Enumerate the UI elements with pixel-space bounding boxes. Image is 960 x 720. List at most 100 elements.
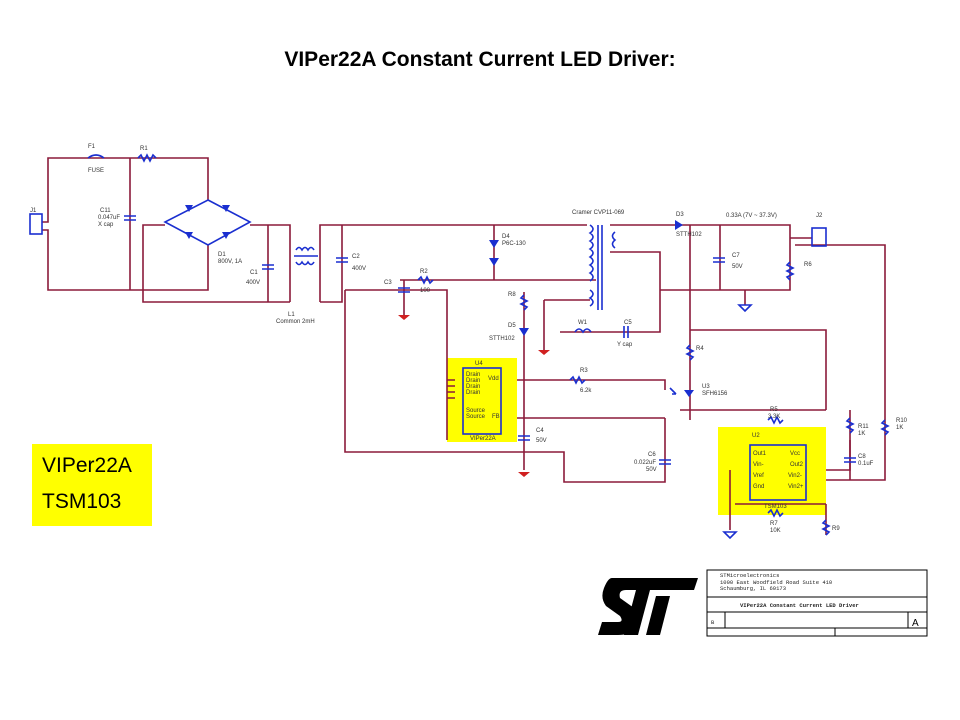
label-c6: C6 — [648, 452, 656, 458]
label-r2_val: 100 — [420, 288, 431, 294]
label-u4_pins-3: Drain — [466, 390, 480, 396]
ic-u4 — [462, 367, 502, 435]
label-r10: R10 — [896, 418, 908, 424]
label-u2_left_pins-3: Gnd — [753, 484, 764, 490]
label-c7: C7 — [732, 253, 740, 259]
label-fuse: FUSE — [88, 168, 104, 174]
label-city: Schaumburg, IL 60173 — [720, 585, 786, 592]
capacitor-c8 — [844, 457, 856, 463]
label-r3: R3 — [580, 368, 588, 374]
label-r5: R5 — [770, 407, 778, 413]
label-f1: F1 — [88, 144, 96, 150]
resistor-r3 — [569, 375, 586, 385]
label-c1_val: 400V — [246, 280, 260, 286]
label-c7_val: 50V — [732, 264, 743, 270]
resistor-r9 — [821, 519, 831, 536]
label-u4: U4 — [475, 361, 483, 367]
label-address: 1000 East Woodfield Road Suite 410 — [720, 579, 832, 586]
transformer — [588, 224, 617, 310]
label-company: STMicroelectronics — [720, 572, 779, 579]
capacitor-c2 — [336, 257, 348, 263]
resistor-r6 — [785, 261, 795, 281]
components — [29, 153, 890, 540]
label-r8: R8 — [508, 292, 516, 298]
resistor-r11 — [845, 417, 855, 434]
label-d5: D5 — [508, 323, 516, 329]
label-u4_pins-5: Source — [466, 414, 486, 420]
label-u2_left_pins-0: Out1 — [753, 451, 767, 457]
chip-tsm103: TSM103 — [42, 490, 122, 513]
label-c11_val: 0.047uF — [98, 215, 120, 221]
label-c11: C11 — [100, 208, 111, 214]
inductor-l1 — [294, 246, 318, 266]
label-d1_val: 800V, 1A — [218, 259, 242, 265]
label-u3_val: SFH6156 — [702, 391, 728, 397]
label-r5_val: 3.3K — [768, 414, 780, 420]
capacitor-c1 — [262, 264, 274, 270]
label-output_spec: 0.33A (7V ~ 37.3V) — [726, 213, 777, 219]
capacitor-c7 — [713, 257, 725, 263]
ic-u2 — [749, 444, 807, 501]
label-u2_right_pins-0: Vcc — [790, 451, 800, 457]
label-u4_name: VIPer22A — [470, 436, 496, 442]
resistor-r7 — [767, 508, 784, 518]
optocoupler-u3 — [684, 390, 694, 397]
label-u3: U3 — [702, 384, 710, 390]
label-u2: U2 — [752, 433, 760, 439]
label-c6_val: 0.022uF — [634, 460, 656, 466]
label-u4_fb: FB — [492, 414, 500, 420]
label-c4_val: 50V — [536, 438, 547, 444]
label-c5: C5 — [624, 320, 632, 326]
capacitor-c11 — [124, 215, 136, 221]
label-d3: D3 — [676, 212, 684, 218]
resistor-r8 — [519, 294, 529, 311]
label-d4_val: P6C-130 — [502, 241, 526, 247]
capacitor-c5 — [623, 326, 629, 338]
label-d3_val: STTH102 — [676, 232, 702, 238]
chip-viper22a: VIPer22A — [42, 454, 132, 477]
inductor-w1 — [574, 328, 592, 334]
capacitor-c3 — [398, 287, 410, 293]
u4-highlight — [447, 358, 517, 442]
label-u2_left_pins-2: Vref — [753, 473, 764, 479]
label-c3: C3 — [384, 280, 392, 286]
title-block: STMicroelectronics 1000 East Woodfield R… — [706, 569, 928, 637]
bridge-d1 — [163, 199, 252, 246]
label-d1: D1 — [218, 252, 226, 258]
label-l1: L1 — [288, 312, 295, 318]
label-u4_pins-4: Source — [466, 408, 486, 414]
label-transformer: Cramer CVP11-069 — [572, 210, 625, 216]
label-u4_pins-1: Drain — [466, 378, 480, 384]
capacitor-c6 — [659, 459, 671, 465]
resistor-r10 — [880, 419, 890, 436]
label-u2_left_pins-1: Vin- — [753, 462, 764, 468]
capacitor-c4 — [518, 435, 530, 441]
label-size: B — [711, 619, 715, 626]
label-r11: R11 — [858, 424, 869, 430]
label-d5_val: STTH102 — [489, 336, 515, 342]
label-c2: C2 — [352, 254, 360, 260]
label-c8: C8 — [858, 454, 866, 460]
label-u2_right_pins-3: Vin2+ — [788, 484, 804, 490]
slide-title: VIPer22A Constant Current LED Driver: — [284, 48, 676, 71]
resistor-r5 — [767, 415, 784, 425]
label-r9: R9 — [832, 526, 840, 532]
label-r3_val: 6.2k — [580, 388, 592, 394]
label-rev: A — [912, 618, 919, 629]
label-u2_name: TSM103 — [764, 504, 787, 510]
u2-highlight — [718, 427, 826, 515]
wires — [42, 157, 886, 535]
label-j2: J2 — [816, 213, 823, 219]
label-j1: J1 — [30, 208, 37, 214]
label-r10_val: 1K — [896, 425, 903, 431]
resistor-r1 — [137, 153, 157, 163]
label-r7_val: 10K — [770, 528, 781, 534]
label-c2_val: 400V — [352, 266, 366, 272]
label-u2_right_pins-1: Out2 — [790, 462, 804, 468]
resistor-r2 — [417, 275, 434, 285]
label-c5_type: Y cap — [617, 342, 633, 348]
label-l1_val: Common 2mH — [276, 319, 315, 325]
label-u2_right_pins-2: Vin2- — [788, 473, 802, 479]
